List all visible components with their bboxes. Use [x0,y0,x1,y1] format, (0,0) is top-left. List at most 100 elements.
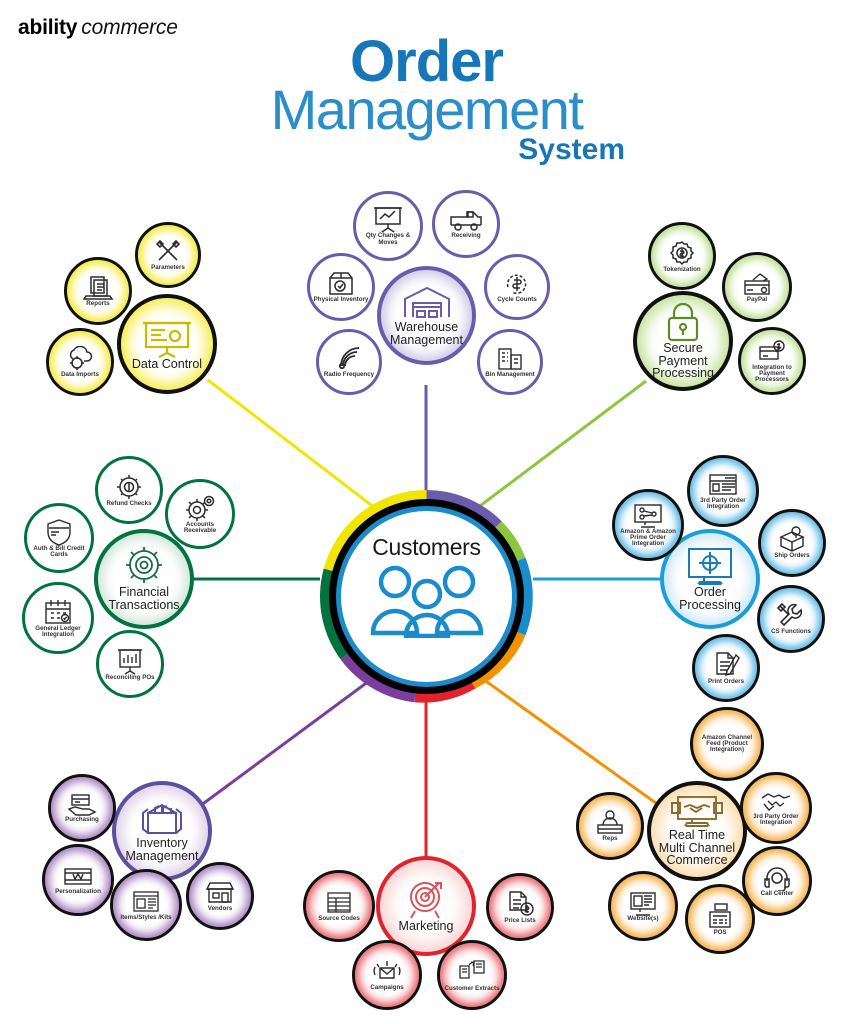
node-label: Real Time Multi Channel Commerce [658,827,736,868]
cloud-gear-icon [64,345,96,372]
node-label: POS [713,928,727,936]
node-label: Refund Checks [106,499,152,507]
node-label: Bin Management [485,370,535,378]
node-secure-payment-processing[interactable]: Secure Payment Processing [633,291,733,391]
node-warehouse-management[interactable]: Warehouse Management [377,266,476,365]
node-label: Accounts Receivable [183,520,217,534]
node-price-lists[interactable]: Price Lists [486,873,554,941]
node-label: CS Functions [771,628,811,636]
storefront-icon [205,880,235,906]
node-label: Inventory Management [125,836,199,863]
gears-icon [184,494,216,522]
node-inventory-management[interactable]: Inventory Management [112,781,212,881]
node-label: Reports [86,299,110,307]
node-label: Warehouse Management [390,319,463,347]
node-label: Amazon Channel Feed (Product Integration… [701,733,753,754]
chart-board-icon [372,206,404,233]
hub-customers[interactable]: Customers [320,490,533,703]
node-campaigns[interactable]: Campaigns [352,940,422,1010]
node-label: Customer Extracts [444,984,500,992]
node-label: Purchasing [65,815,99,823]
node-call-center[interactable]: Call Center [742,846,812,916]
document-pen-icon [711,651,741,679]
node-label: 3rd Party Order Integration [700,496,746,510]
pencil-ruler-icon [153,239,183,265]
node-refund-checks[interactable]: Refund Checks [95,456,163,524]
node-label: Print Orders [707,677,745,685]
node-print-orders[interactable]: Print Orders [692,634,760,702]
hub-color-ring [320,490,533,703]
node-integration-payment-processors[interactable]: Integration to Payment Processors [738,327,806,395]
node-label: Personalization [55,887,101,895]
package-pin-icon [777,526,807,553]
node-general-ledger-integration[interactable]: General Ledger Integration [22,582,94,654]
node-physical-inventory[interactable]: Physical Inventory [307,253,375,321]
node-auth-bill-credit-cards[interactable]: Auth & Bill Credit Cards [24,503,94,573]
node-order-processing[interactable]: Order Processing [660,529,760,629]
node-qty-changes-moves[interactable]: Qty Changes & Moves [353,191,423,261]
node-paypal[interactable]: PayPal [722,252,792,322]
node-cs-functions[interactable]: CS Functions [757,585,825,653]
node-amazon-prime-order-integration[interactable]: Amazon & Amazon Prime Order Integration [612,489,684,561]
monitor-layout-icon [628,890,658,916]
node-label: Reconciling POs [105,673,155,681]
hub-label: Customers [372,534,481,560]
node-receiving[interactable]: Receiving [432,190,500,258]
node-label: Call Center [760,889,794,897]
node-real-time-multi-channel-commerce[interactable]: Real Time Multi Channel Commerce [647,781,747,881]
target-arrow-icon [401,880,451,920]
node-3rd-party-order-integration[interactable]: 3rd Party Order Integration [687,455,759,527]
handshake-icon [760,790,792,814]
node-accounts-receivable[interactable]: Accounts Receivable [165,479,235,549]
node-label: Data Imports [61,370,99,378]
node-amazon-channel-feed[interactable]: Amazon Channel Feed (Product Integration… [690,707,764,781]
node-data-imports[interactable]: Data Imports [46,328,114,396]
node-3rd-party-order-integration-mcc[interactable]: 3rd Party Order Integration [740,772,812,844]
node-label: Website(s) [627,914,659,922]
warehouse-icon [401,285,453,321]
node-ship-orders[interactable]: Ship Orders [758,509,826,577]
node-data-control[interactable]: Data Control [117,294,217,394]
node-radio-frequency[interactable]: Radio Frequency [316,329,382,395]
node-reconciling-pos[interactable]: Reconciling POs [96,630,164,698]
node-label: Items/Styles /Kits [120,913,172,921]
node-label: Parameters [151,263,185,271]
node-label: Data Control [131,356,203,371]
gear-dollar-icon [114,473,144,501]
node-label: Qty Changes & Moves [365,232,411,246]
node-label: Ship Orders [774,552,810,560]
node-label: Price Lists [504,916,536,924]
envelope-broadcast-icon [372,959,402,985]
node-bin-management[interactable]: Bin Management [477,329,543,395]
node-reports[interactable]: Reports [64,257,132,325]
spoke-inventory [199,662,393,808]
node-label: Order Processing [679,585,741,612]
presentation-chart-icon [141,318,193,358]
building-icon [496,346,524,372]
node-source-codes[interactable]: Source Codes [303,870,375,942]
node-vendors[interactable]: Vendors [186,862,254,930]
node-websites[interactable]: Website(s) [608,871,678,941]
node-purchasing[interactable]: Purchasing [48,774,116,842]
node-pos[interactable]: POS [685,884,755,954]
node-parameters[interactable]: Parameters [135,222,201,288]
table-list-icon [324,890,354,916]
bar-chart-board-icon [115,647,145,675]
node-customer-extracts[interactable]: Customer Extracts [437,940,507,1010]
brand-name-bold: ability [18,16,78,39]
rf-signal-icon [335,346,363,372]
spoke-multichannel [461,662,661,808]
node-financial-transactions[interactable]: Financial Transactions [94,529,194,629]
dollar-cycle-icon [503,271,531,297]
node-reps[interactable]: Reps [576,792,644,860]
node-label: Vendors [207,904,233,912]
node-tokenization[interactable]: Tokenization [648,222,716,290]
node-personalization[interactable]: Personalization [42,844,114,916]
monitor-network-icon [632,503,664,529]
node-label: Reps [602,834,618,842]
calendar-check-icon [42,598,74,626]
node-cycle-counts[interactable]: Cycle Counts [484,254,550,320]
node-label: Radio Frequency [323,370,375,378]
node-items-styles-kits[interactable]: Items/Styles /Kits [110,869,182,941]
node-marketing[interactable]: Marketing [376,856,476,956]
